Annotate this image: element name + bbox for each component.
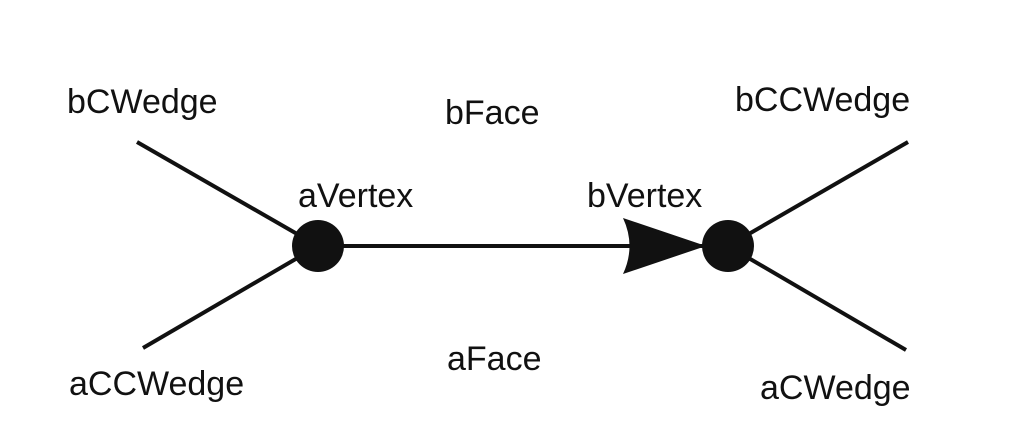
b-cw-edge-line	[136, 140, 319, 248]
a-ccw-edge-line	[141, 244, 320, 350]
edge-direction-arrowhead	[623, 218, 706, 274]
b-face-label: bFace	[445, 94, 540, 132]
a-ccw-edge-label: aCCWedge	[69, 365, 244, 403]
a-cw-edge-line	[726, 244, 908, 352]
b-vertex-node	[702, 220, 754, 272]
a-vertex-node	[292, 220, 344, 272]
b-ccw-edge-label: bCCWedge	[735, 81, 910, 119]
b-cw-edge-label: bCWedge	[67, 83, 218, 121]
b-vertex-label: bVertex	[587, 177, 702, 215]
a-face-label: aFace	[447, 340, 542, 378]
b-ccw-edge-line	[726, 140, 910, 248]
a-vertex-label: aVertex	[298, 177, 413, 215]
a-cw-edge-label: aCWedge	[760, 369, 911, 407]
